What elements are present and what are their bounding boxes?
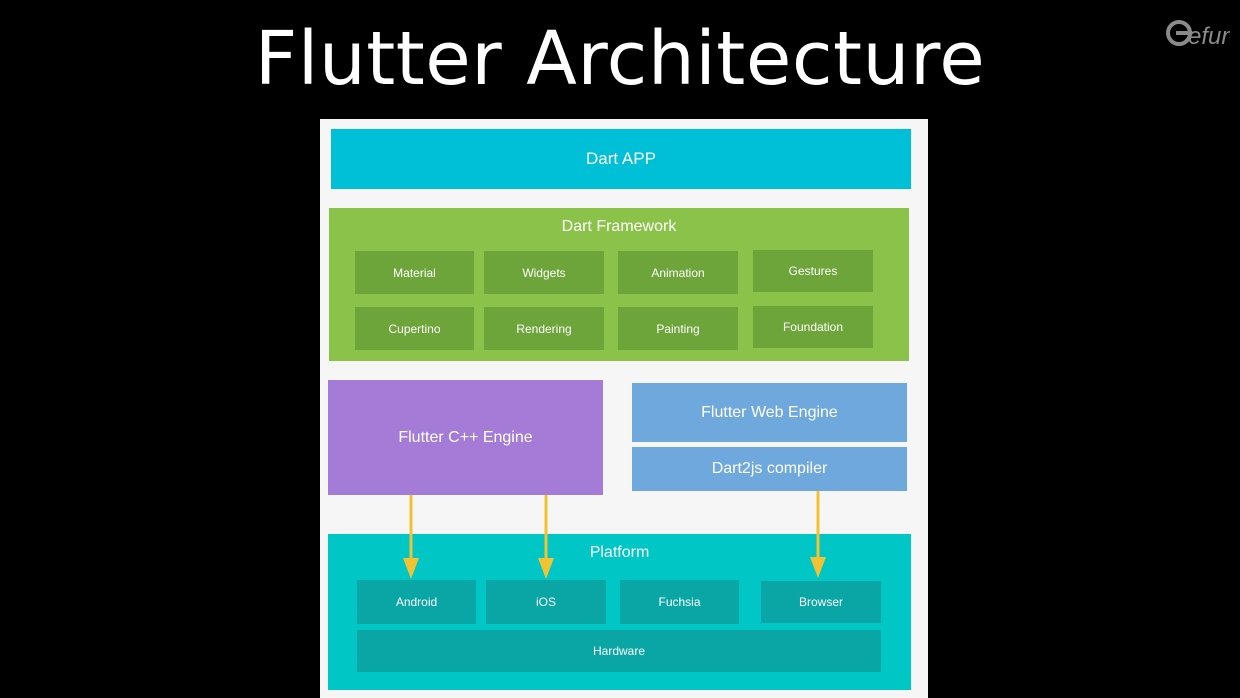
svg-text:efun: efun: [1188, 23, 1230, 50]
platform-item-android: Android: [357, 580, 476, 624]
efun-logo: efun: [1166, 20, 1230, 50]
web-engine-label: Flutter Web Engine: [701, 403, 838, 421]
arrow-head-ios: [538, 558, 554, 579]
cpp-engine-layer: Flutter C++ Engine: [328, 380, 603, 495]
dart-app-layer: Dart APP: [331, 129, 911, 189]
dart-app-label: Dart APP: [586, 149, 656, 168]
platform-item-browser: Browser: [761, 581, 881, 623]
platform-item-ios: iOS: [486, 580, 606, 624]
cpp-engine-label: Flutter C++ Engine: [398, 428, 533, 446]
arrow-head-browser: [810, 557, 826, 578]
framework-item-widgets: Widgets: [484, 251, 604, 294]
dart2js-label: Dart2js compiler: [711, 460, 828, 477]
platform-item-fuchsia: Fuchsia: [620, 580, 739, 624]
platform-hardware: Hardware: [357, 630, 881, 672]
framework-item-rendering: Rendering: [484, 307, 604, 350]
framework-item-foundation: Foundation: [753, 306, 873, 348]
arrow-head-android: [403, 558, 419, 579]
platform-label: Platform: [589, 544, 650, 561]
page-title: Flutter Architecture: [254, 16, 986, 102]
framework-item-cupertino: Cupertino: [355, 307, 474, 350]
dart2js-layer: Dart2js compiler: [632, 447, 907, 491]
framework-item-animation: Animation: [618, 251, 738, 294]
framework-item-gestures: Gestures: [753, 250, 873, 292]
dart-framework-label: Dart Framework: [561, 218, 677, 235]
framework-item-material: Material: [355, 251, 474, 294]
framework-item-painting: Painting: [618, 307, 738, 350]
web-engine-layer: Flutter Web Engine: [632, 383, 907, 442]
